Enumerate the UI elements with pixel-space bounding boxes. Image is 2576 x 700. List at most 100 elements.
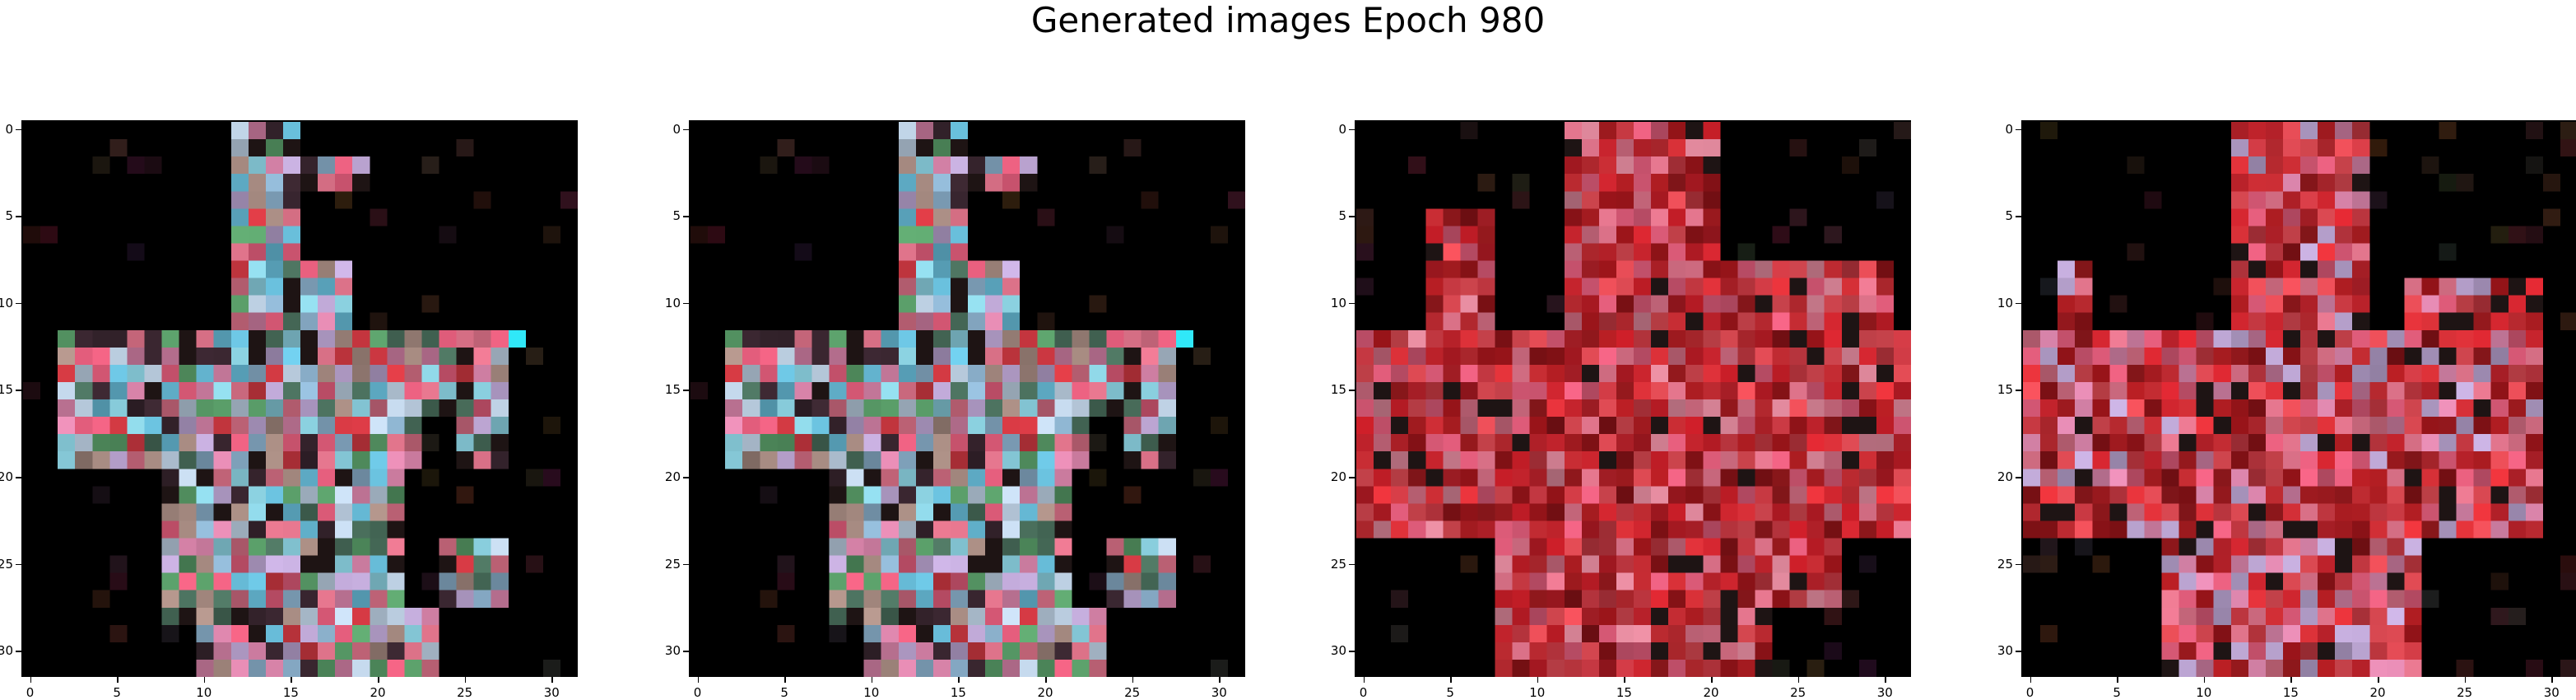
- x-tick-mark: [1363, 677, 1365, 683]
- y-tick-label: 10: [664, 295, 681, 310]
- x-tick-label: 30: [1211, 685, 1227, 700]
- x-tick-mark: [1045, 677, 1047, 683]
- x-tick-label: 0: [26, 685, 35, 700]
- y-tick-mark: [16, 216, 21, 217]
- x-tick-label: 15: [1616, 685, 1632, 700]
- y-tick-mark: [1349, 651, 1355, 652]
- x-tick-label: 0: [1359, 685, 1368, 700]
- x-tick-mark: [291, 677, 292, 683]
- x-tick-label: 10: [196, 685, 212, 700]
- y-tick-mark: [16, 563, 21, 566]
- x-tick-label: 25: [457, 685, 473, 700]
- y-tick-mark: [16, 390, 21, 391]
- image-axes: [21, 120, 578, 677]
- y-tick-mark: [1349, 563, 1355, 566]
- x-tick-label: 0: [2025, 685, 2034, 700]
- y-tick-mark: [2016, 128, 2021, 131]
- x-tick-label: 10: [863, 685, 880, 700]
- y-tick-mark: [683, 302, 689, 305]
- y-tick-label: 5: [2005, 208, 2013, 224]
- image-axes: [2021, 120, 2576, 677]
- y-tick-label: 30: [1997, 643, 2013, 659]
- y-tick-mark: [1349, 477, 1355, 478]
- y-tick-label: 10: [0, 295, 13, 310]
- y-tick-label: 5: [1338, 208, 1346, 224]
- y-tick-label: 15: [1330, 382, 1346, 398]
- x-tick-mark: [551, 677, 553, 683]
- y-tick-label: 25: [0, 556, 13, 572]
- x-tick-mark: [2117, 677, 2118, 683]
- y-tick-mark: [2016, 563, 2021, 566]
- y-tick-label: 0: [5, 121, 13, 137]
- y-tick-mark: [683, 128, 689, 131]
- x-tick-mark: [464, 677, 467, 683]
- y-tick-label: 15: [0, 382, 13, 398]
- y-tick-mark: [1349, 216, 1355, 217]
- x-tick-mark: [2030, 677, 2032, 683]
- generated-image: [1356, 122, 1911, 677]
- x-tick-label: 20: [370, 685, 386, 700]
- y-tick-mark: [2016, 216, 2021, 217]
- x-tick-mark: [1797, 677, 1800, 683]
- y-tick-label: 0: [1338, 121, 1346, 137]
- x-tick-mark: [30, 677, 32, 683]
- x-tick-label: 15: [2282, 685, 2299, 700]
- x-tick-label: 30: [2543, 685, 2560, 700]
- y-tick-label: 5: [5, 208, 13, 224]
- x-tick-mark: [1537, 677, 1539, 683]
- x-tick-label: 5: [1446, 685, 1454, 700]
- y-tick-label: 0: [2005, 121, 2013, 137]
- x-tick-label: 15: [950, 685, 966, 700]
- x-tick-mark: [1219, 677, 1221, 683]
- y-tick-label: 20: [1330, 469, 1346, 485]
- x-tick-label: 10: [1529, 685, 1546, 700]
- y-tick-mark: [2016, 390, 2021, 391]
- y-tick-mark: [2016, 477, 2021, 478]
- y-tick-label: 25: [1330, 556, 1346, 572]
- x-tick-label: 5: [780, 685, 788, 700]
- x-tick-label: 15: [282, 685, 299, 700]
- y-tick-label: 25: [1997, 556, 2013, 572]
- x-tick-mark: [871, 677, 873, 683]
- x-tick-mark: [1711, 677, 1713, 683]
- x-tick-mark: [697, 677, 700, 683]
- x-tick-label: 20: [1037, 685, 1053, 700]
- y-tick-label: 15: [664, 382, 681, 398]
- x-tick-label: 10: [2196, 685, 2212, 700]
- y-tick-label: 25: [664, 556, 681, 572]
- y-tick-mark: [16, 651, 21, 652]
- x-tick-mark: [378, 677, 379, 683]
- y-tick-label: 20: [0, 469, 13, 485]
- generated-image: [2023, 122, 2576, 677]
- x-tick-mark: [1132, 677, 1134, 683]
- y-tick-label: 15: [1997, 382, 2013, 398]
- x-tick-mark: [2551, 677, 2553, 683]
- x-tick-label: 25: [2457, 685, 2473, 700]
- generated-image: [23, 122, 578, 677]
- x-tick-mark: [784, 677, 786, 683]
- y-tick-label: 5: [672, 208, 681, 224]
- y-tick-label: 20: [1997, 469, 2013, 485]
- generated-image: [690, 122, 1245, 677]
- y-tick-mark: [683, 390, 689, 391]
- y-tick-mark: [1349, 128, 1355, 131]
- y-tick-mark: [1349, 390, 1355, 391]
- y-tick-mark: [2016, 302, 2021, 305]
- y-tick-mark: [1349, 302, 1355, 305]
- x-tick-mark: [203, 677, 206, 683]
- y-tick-label: 30: [1330, 643, 1346, 659]
- x-tick-mark: [2290, 677, 2292, 683]
- x-tick-label: 20: [1703, 685, 1719, 700]
- x-tick-label: 25: [1124, 685, 1141, 700]
- x-tick-label: 30: [543, 685, 560, 700]
- y-tick-mark: [683, 563, 689, 566]
- x-tick-mark: [1885, 677, 1886, 683]
- x-tick-label: 25: [1790, 685, 1806, 700]
- x-tick-label: 30: [1876, 685, 1893, 700]
- x-tick-mark: [1450, 677, 1452, 683]
